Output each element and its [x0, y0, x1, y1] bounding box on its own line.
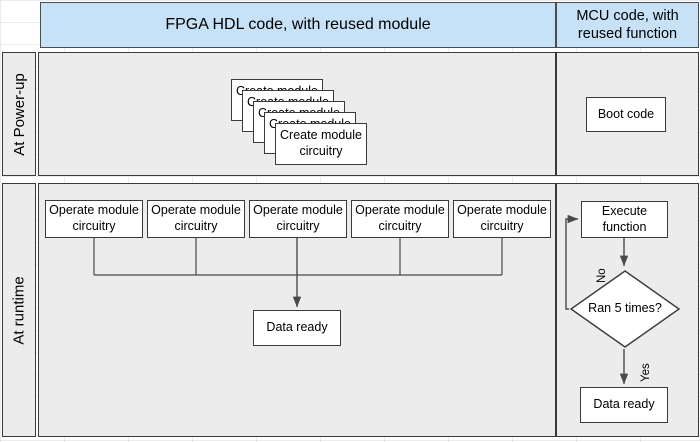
- operate-module-circuitry-box-4: Operate module circuitry: [351, 200, 449, 238]
- header-fpga-column: FPGA HDL code, with reused module: [40, 2, 556, 48]
- execute-function-box: Execute function: [581, 201, 668, 238]
- row-label-at-runtime: At runtime: [2, 183, 36, 437]
- edge-label-no: No: [596, 268, 608, 283]
- edge-label-yes: Yes: [640, 363, 652, 382]
- boot-code-box: Boot code: [586, 97, 666, 132]
- mcu-data-ready-box: Data ready: [580, 387, 668, 423]
- operate-module-circuitry-box-5: Operate module circuitry: [453, 200, 551, 238]
- row-label-at-power-up: At Power-up: [2, 52, 36, 176]
- ran-5-times-decision: Ran 5 times?: [569, 269, 681, 349]
- decision-diamond-shape: [569, 270, 681, 348]
- row-label-at-power-up-text: At Power-up: [10, 72, 28, 156]
- fpga-data-ready-box: Data ready: [253, 310, 341, 346]
- ran-5-times-label: Ran 5 times?: [588, 301, 662, 316]
- operate-module-circuitry-box-2: Operate module circuitry: [147, 200, 245, 238]
- row-label-at-runtime-text: At runtime: [10, 275, 28, 345]
- operate-module-circuitry-box-3: Operate module circuitry: [249, 200, 347, 238]
- create-module-circuitry-stack: Create module circuitry Create module ci…: [231, 79, 367, 169]
- create-module-circuitry-box-5: Create module circuitry: [275, 123, 367, 165]
- operate-module-circuitry-box-1: Operate module circuitry: [45, 200, 143, 238]
- header-mcu-column: MCU code, with reused function: [556, 2, 699, 48]
